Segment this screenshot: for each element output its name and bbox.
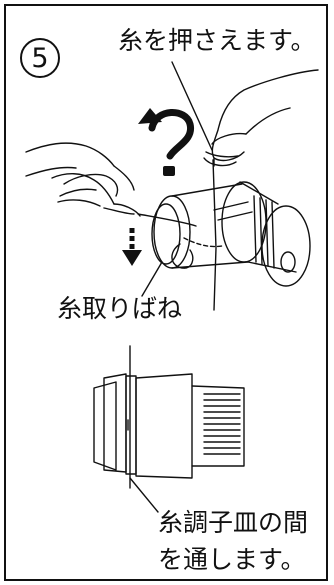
- caption-tension-discs-line1: 糸調子皿の間: [158, 508, 309, 537]
- thread-left: [137, 213, 197, 227]
- curved-arrow-up-icon: [138, 108, 195, 176]
- leader-line-spring: [141, 261, 163, 297]
- hand-left-icon-upper: [25, 142, 135, 197]
- thread-vertical: [212, 159, 217, 311]
- tension-dial-illustration: [151, 181, 311, 287]
- leader-line-top: [171, 61, 213, 151]
- caption-thread-spring: 糸取りばね: [57, 294, 183, 323]
- hand-right-icon: [203, 69, 319, 167]
- leader-line-bottom: [129, 477, 159, 513]
- step-number: 5: [31, 42, 49, 74]
- step-number-badge: 5: [20, 38, 60, 78]
- caption-tension-discs-line2: を通します。: [158, 545, 306, 574]
- tension-dial-side-illustration: [93, 345, 245, 489]
- instruction-panel: [4, 4, 328, 581]
- caption-hold-thread: 糸を押さえます。: [118, 26, 316, 55]
- hand-left-icon-lower: [51, 173, 141, 217]
- arrow-down-icon: [122, 228, 142, 266]
